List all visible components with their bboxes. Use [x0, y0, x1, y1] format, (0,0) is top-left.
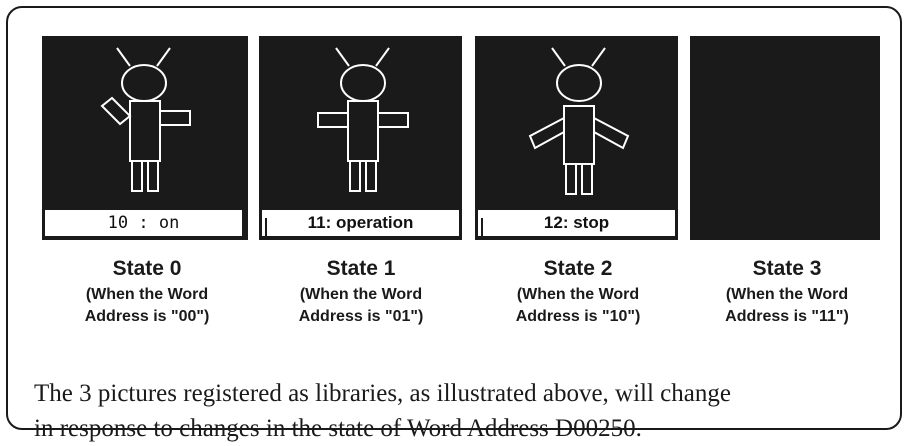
state-condition: (When the Word Address is "01")	[258, 284, 464, 328]
robot-one-arm-raised-icon	[100, 47, 191, 192]
state-condition: (When the Word Address is "10")	[475, 284, 681, 328]
state-condition-line: Address is "01")	[298, 308, 424, 325]
state-title: State 0	[112, 257, 182, 280]
state-0-label: State 0 (When the Word Address is "00")	[44, 256, 250, 328]
state-0-picture: 10 : on	[42, 36, 248, 240]
state-3-picture	[690, 36, 880, 240]
picture-label: 12: stop	[477, 209, 676, 237]
robot-arms-down-icon	[528, 47, 630, 195]
state-condition-line: Address is "11")	[725, 308, 849, 325]
description-line: in response to changes in the state of W…	[34, 415, 642, 442]
state-condition-line: (When the Word	[725, 286, 849, 303]
state-title: State 1	[326, 257, 396, 280]
state-condition-line: Address is "00")	[84, 308, 210, 325]
description-line: The 3 pictures registered as libraries, …	[34, 380, 731, 407]
description-paragraph: The 3 pictures registered as libraries, …	[34, 376, 904, 446]
picture-label: 11: operation	[261, 209, 460, 237]
picture-label-text: 11: operation	[307, 213, 414, 232]
picture-label-text: 12: stop	[543, 213, 610, 232]
picture-label: 10 : on	[44, 209, 243, 237]
caption-marker	[481, 218, 483, 236]
state-1-label: State 1 (When the Word Address is "01")	[258, 256, 464, 328]
state-title: State 2	[543, 257, 613, 280]
state-title: State 3	[752, 257, 822, 280]
state-2-label: State 2 (When the Word Address is "10")	[475, 256, 681, 328]
caption-marker	[265, 218, 267, 236]
state-condition: (When the Word Address is "00")	[44, 284, 250, 328]
picture-border	[676, 36, 681, 240]
state-3-label: State 3 (When the Word Address is "11")	[684, 256, 890, 328]
state-condition-line: Address is "10")	[515, 308, 641, 325]
state-2-picture: 12: stop	[475, 36, 681, 240]
state-condition-line: (When the Word	[516, 286, 640, 303]
picture-border	[460, 36, 465, 240]
state-1-picture: 11: operation	[259, 36, 465, 240]
state-condition-line: (When the Word	[299, 286, 423, 303]
state-condition: (When the Word Address is "11")	[684, 284, 890, 328]
robot-arms-horizontal-icon	[317, 47, 409, 192]
state-condition-line: (When the Word	[85, 286, 209, 303]
